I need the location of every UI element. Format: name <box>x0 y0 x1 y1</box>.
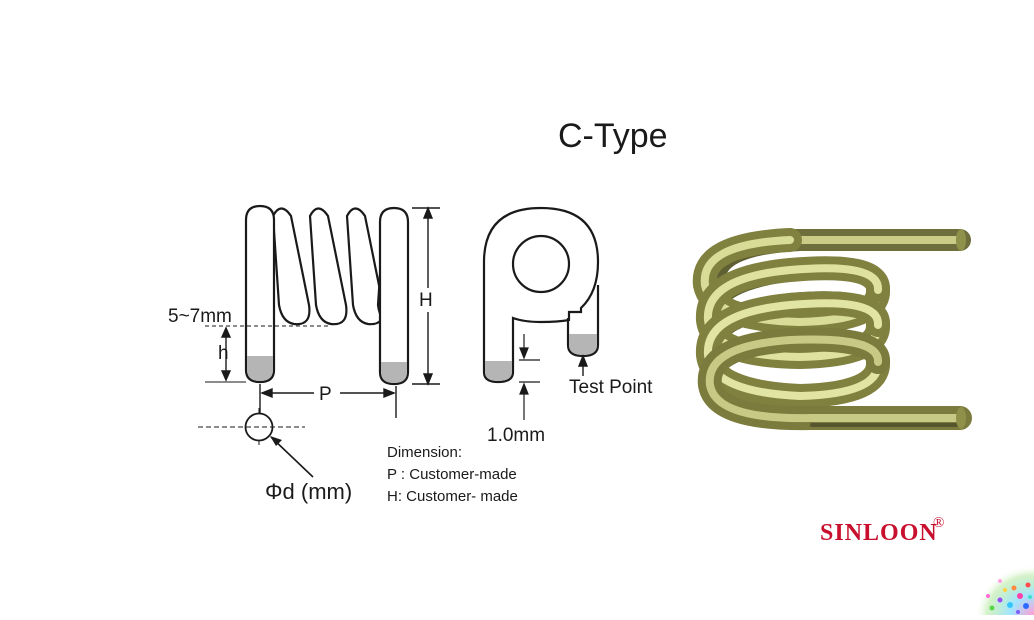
right-leg-test-point <box>381 362 407 383</box>
render-bottom-leg-end <box>956 407 966 429</box>
brand-name: SINLOON <box>820 520 938 546</box>
dimension-line-h: H: Customer- made <box>387 488 518 505</box>
brand-logo: SINLOON ® <box>820 515 944 546</box>
end-view-left-test-point <box>485 361 512 381</box>
test-point-gap-dimension <box>519 334 540 420</box>
P-dimension <box>259 384 397 418</box>
dimension-line-p: P : Customer-made <box>387 466 517 483</box>
coil-loop-1 <box>271 207 311 326</box>
dimension-heading: Dimension: <box>387 444 462 461</box>
right-leg <box>378 206 410 386</box>
label-P: P <box>319 384 332 405</box>
end-view-right-test-point <box>569 334 597 355</box>
test-point-arrow <box>577 354 589 376</box>
H-dimension <box>412 206 440 386</box>
end-view-inner-circle <box>511 234 571 294</box>
page-title: C-Type <box>558 117 668 155</box>
decorative-dots <box>975 565 1034 615</box>
coil-loop-2 <box>308 207 348 326</box>
spring-end-view <box>482 206 600 384</box>
h-dimension <box>220 326 232 382</box>
left-leg-test-point <box>247 356 273 381</box>
brand-registered-mark: ® <box>933 515 944 531</box>
label-1-0mm: 1.0mm <box>487 425 545 446</box>
label-h-small: h <box>218 343 229 364</box>
label-phi-d: Φd (mm) <box>265 479 352 504</box>
wire-section <box>198 408 314 478</box>
spring-3d-render <box>692 228 972 431</box>
label-test-point: Test Point <box>569 377 653 398</box>
spring-side-view <box>244 204 410 386</box>
left-leg <box>244 204 276 384</box>
label-H: H <box>419 290 433 311</box>
render-top-leg-end <box>956 229 966 251</box>
label-5-7mm: 5~7mm <box>168 306 232 327</box>
